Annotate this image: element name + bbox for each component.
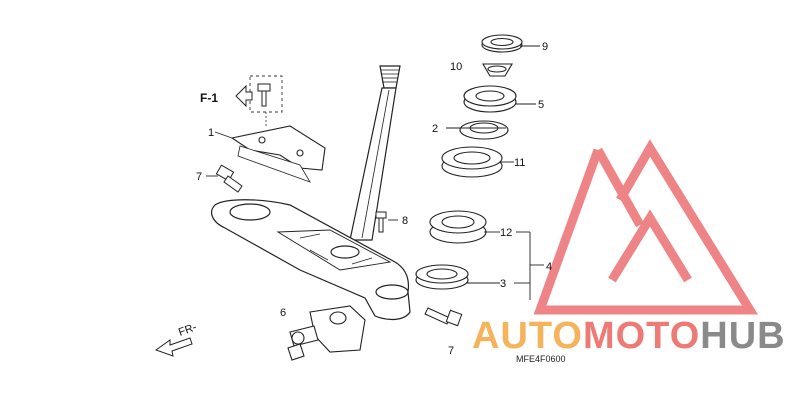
bearing-stack [415, 34, 523, 290]
bolt-part-7-left [215, 164, 243, 193]
callout-2: 2 [432, 123, 438, 135]
callout-4: 4 [546, 261, 552, 273]
bolt-part-7-lower [424, 307, 463, 327]
callout-10: 10 [450, 61, 462, 73]
bottom-bridge [211, 199, 411, 321]
ref-arrow-icon [235, 84, 253, 108]
watermark-logo [533, 139, 759, 315]
callout-11: 11 [514, 157, 525, 169]
bolt-part-1 [257, 83, 271, 107]
watermark-part-3: HUB [700, 315, 785, 357]
watermark-text: AUTOMOTOHUB [472, 315, 786, 357]
callout-3: 3 [500, 278, 506, 290]
watermark-part-2: MOTO [583, 315, 700, 357]
callout-1: 1 [208, 127, 214, 139]
front-label: FR- [177, 321, 199, 339]
front-arrow-icon [154, 337, 193, 357]
ref-label: F-1 [200, 91, 218, 105]
mounting-plate [230, 125, 326, 183]
leader-lines [206, 45, 544, 300]
callout-7b: 7 [448, 345, 454, 357]
callout-9: 9 [542, 41, 548, 53]
callout-5: 5 [538, 99, 544, 111]
callout-8: 8 [402, 215, 408, 227]
diagram-code: MFE4F0600 [516, 354, 566, 364]
bolt-part-8 [375, 211, 387, 233]
ignition-lock [287, 305, 366, 361]
callout-12: 12 [500, 227, 512, 239]
steering-stem [349, 65, 401, 241]
watermark-part-1: AUTO [472, 315, 583, 357]
callout-7a: 7 [196, 171, 202, 183]
callout-6: 6 [280, 307, 286, 319]
